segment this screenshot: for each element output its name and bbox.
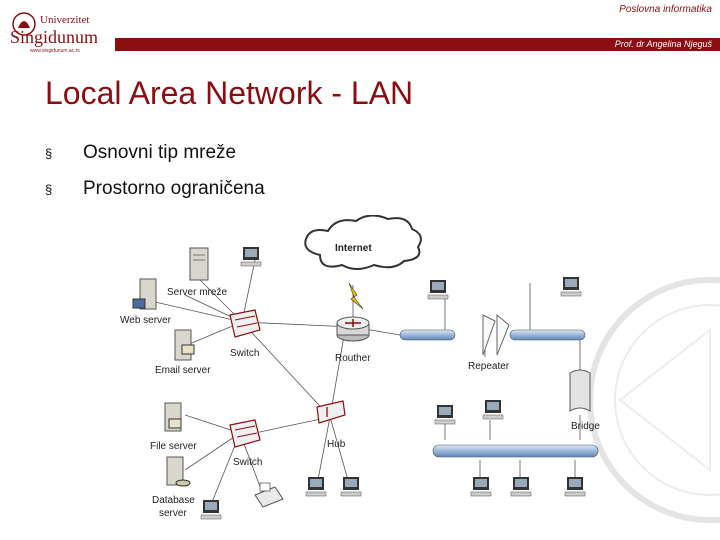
bullet-list: § Osnovni tip mreže § Prostorno ograniče… [45, 142, 265, 214]
slide-title: Local Area Network - LAN [45, 75, 414, 111]
switch-top-label: Switch [230, 348, 259, 359]
file-server-label: File server [150, 441, 197, 452]
workstation-icon [427, 280, 449, 300]
backbone-cable [399, 329, 456, 341]
lan-network-diagram: Internet Server mreže Web server Email s… [120, 215, 600, 520]
hub-label: Hub [327, 439, 346, 450]
backbone-cable [509, 329, 586, 341]
printer-icon [254, 482, 284, 508]
workstation-icon [200, 500, 222, 520]
logo-line2: Singidunum [10, 27, 98, 47]
workstation-icon [470, 477, 492, 497]
switch-bottom-label: Switch [233, 457, 262, 468]
database-server-label-line2: server [159, 508, 187, 519]
file-server-icon [164, 402, 182, 432]
bullet-text: Prostorno ograničena [83, 178, 265, 199]
workstation-icon [510, 477, 532, 497]
internet-label: Internet [335, 243, 372, 254]
professor-name: Prof. dr Angelina Njeguš [614, 39, 712, 49]
bullet-marker: § [45, 146, 53, 161]
server-mreze-label: Server mreže [167, 287, 227, 298]
router-label: Routher [335, 353, 371, 364]
email-server-label: Email server [155, 365, 211, 376]
bridge-icon [569, 369, 591, 412]
workstations [200, 247, 586, 520]
logo-line1: Univerzitet [40, 14, 89, 26]
lightning-icon [348, 282, 364, 310]
logo-url: www.singidunum.ac.rs [30, 48, 80, 54]
database-server-label-line1: Database [152, 495, 195, 506]
repeater-label: Repeater [468, 361, 510, 372]
internet-cloud-icon [304, 215, 422, 270]
workstation-icon [305, 477, 327, 497]
server-icon [189, 247, 209, 281]
web-server-label: Web server [120, 315, 172, 326]
router-icon [336, 316, 370, 342]
workstation-icon [434, 405, 456, 425]
database-server-icon [166, 456, 191, 487]
header-bar [115, 38, 720, 51]
bullet-marker: § [45, 182, 53, 197]
workstation-icon [240, 247, 262, 267]
hub-icon [316, 400, 346, 424]
bullet-item: § Prostorno ograničena [45, 178, 265, 214]
switch-icon [229, 309, 261, 338]
course-name: Poslovna informatika [619, 4, 712, 15]
workstation-icon [560, 277, 582, 297]
bridge-label: Bridge [571, 421, 600, 432]
workstation-icon [564, 477, 586, 497]
web-server-icon [132, 278, 157, 310]
repeater-icon [482, 313, 510, 356]
email-server-icon [174, 329, 195, 361]
workstation-icon [482, 400, 504, 420]
bullet-item: § Osnovni tip mreže [45, 142, 265, 178]
workstation-icon [340, 477, 362, 497]
bullet-text: Osnovni tip mreže [83, 142, 237, 163]
switch-icon [229, 419, 261, 448]
backbone-cable [432, 444, 599, 458]
university-logo: Univerzitet Singidunum www.singidunum.ac… [10, 12, 98, 54]
